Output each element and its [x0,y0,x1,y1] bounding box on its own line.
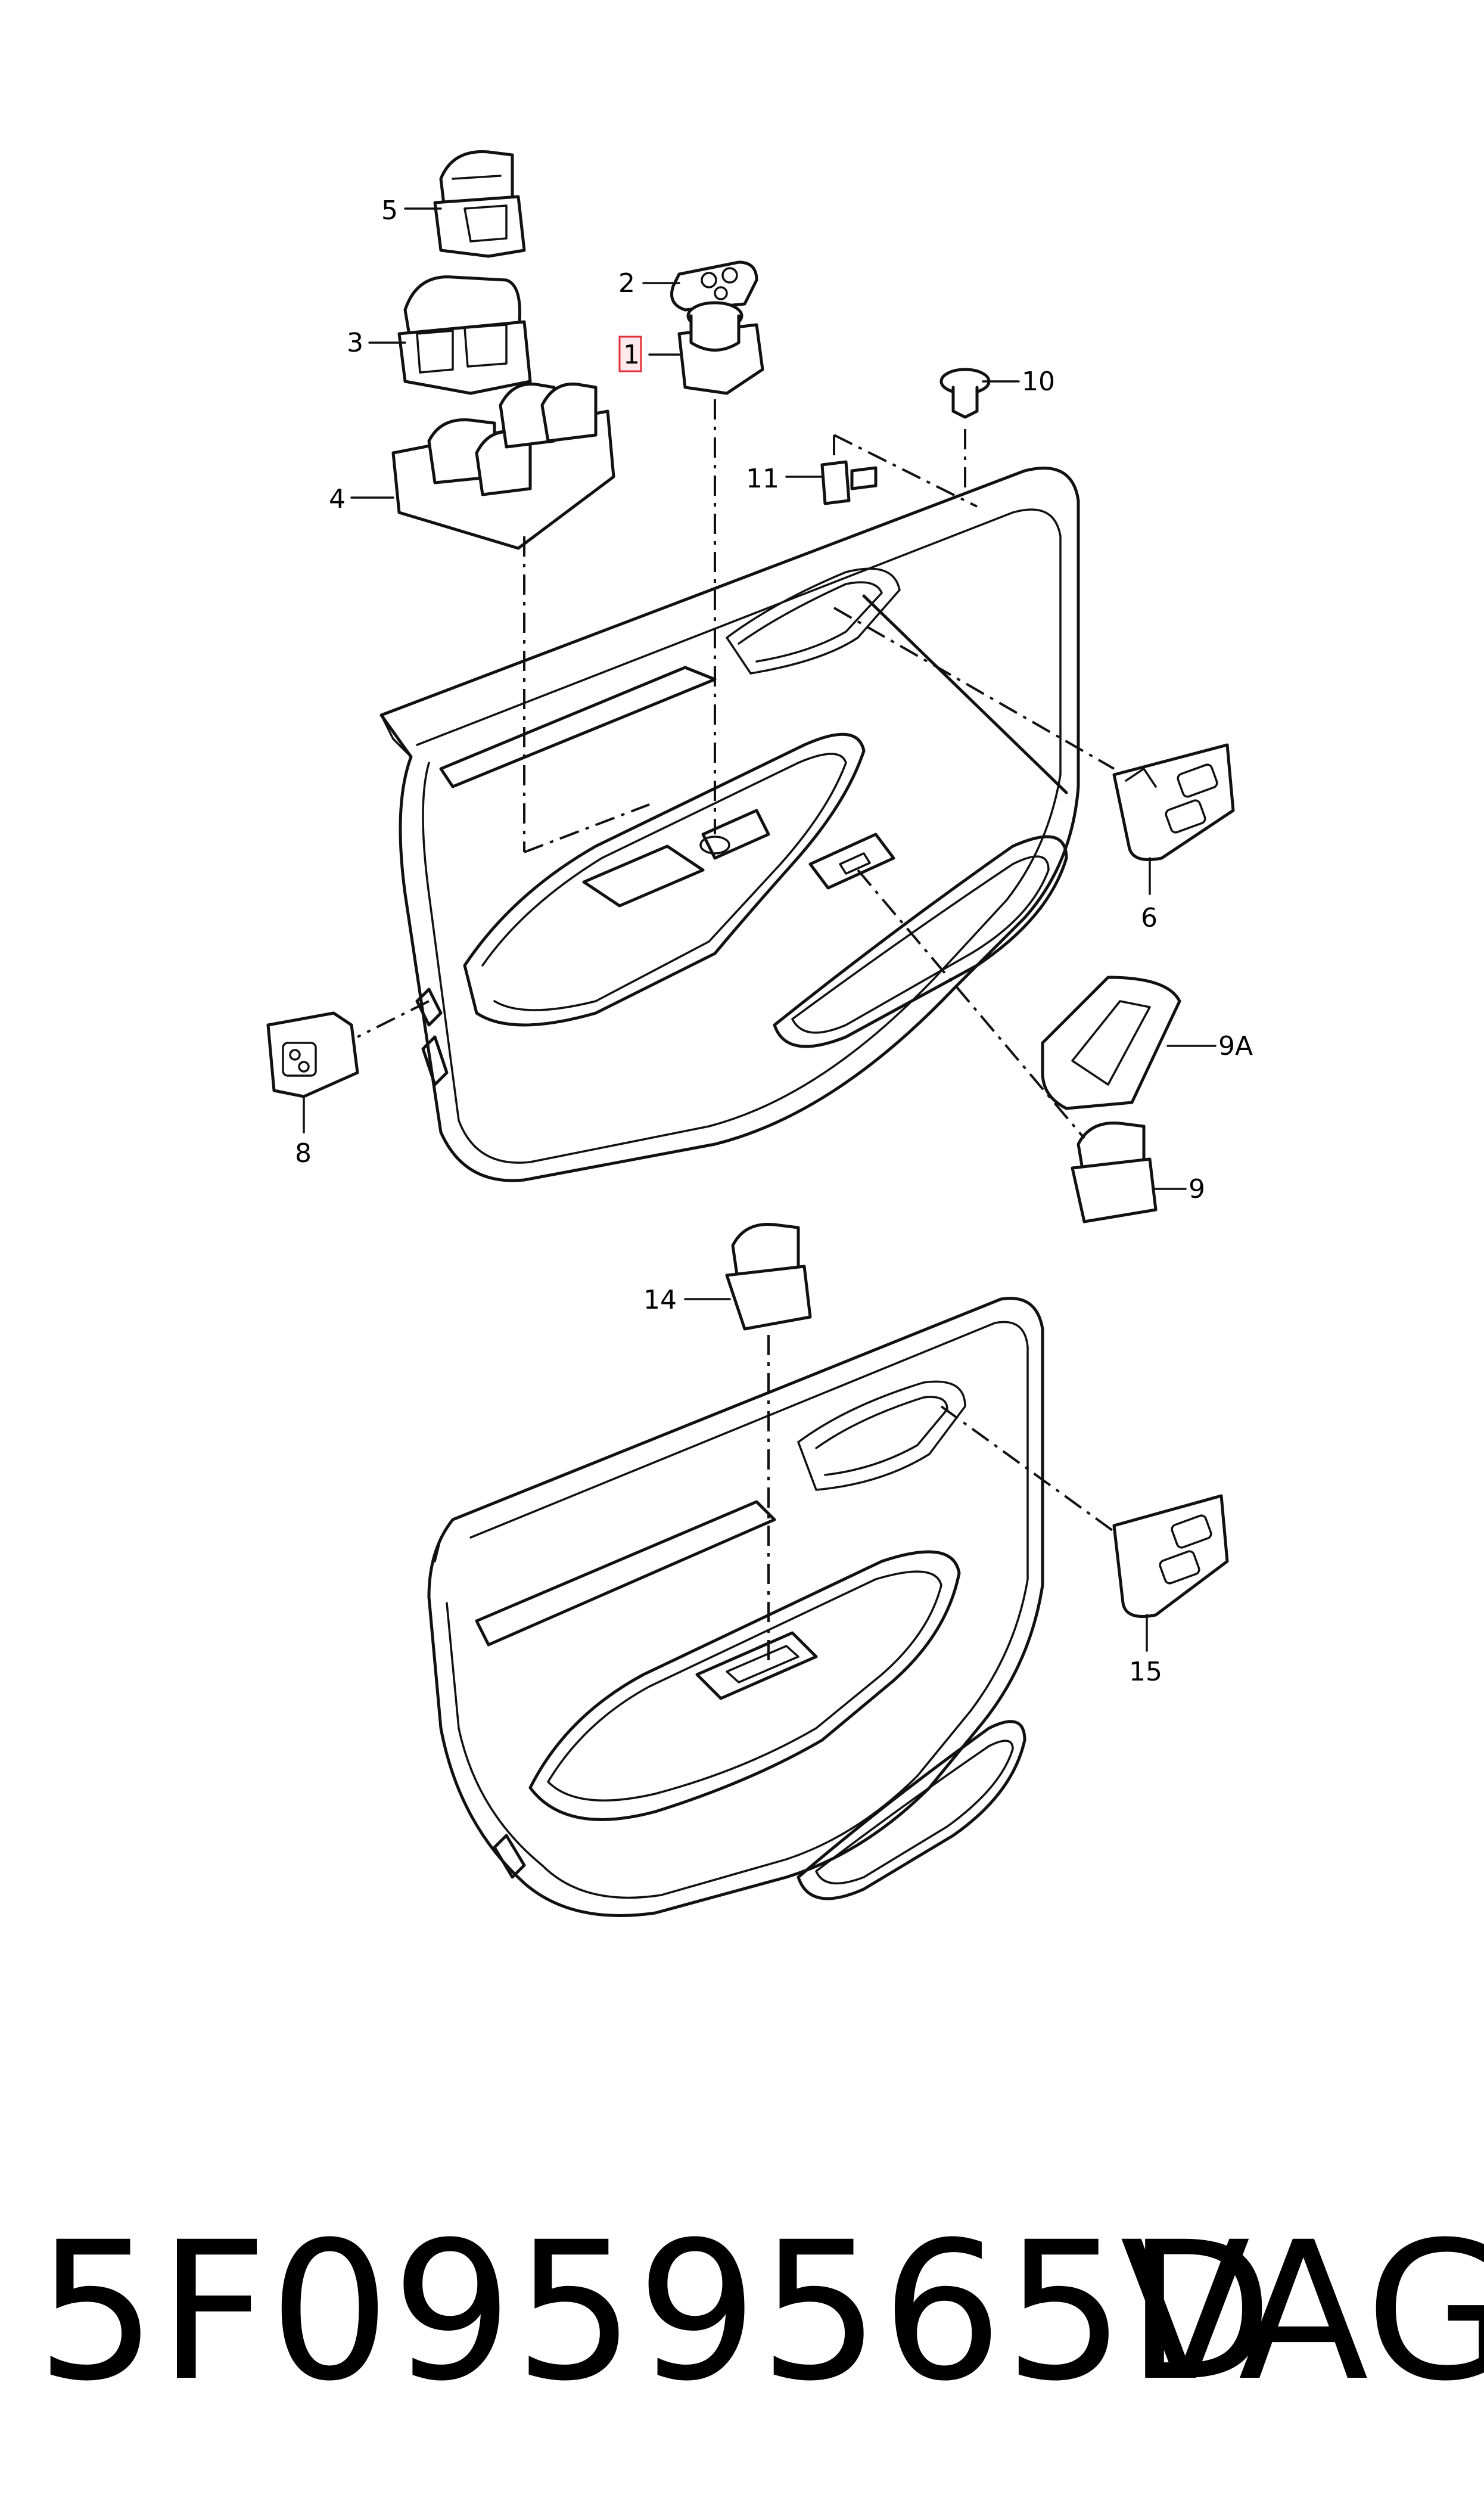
callout-5[interactable]: 5 [381,195,398,226]
part-number: 5F0959565D [36,2201,1275,2423]
part-9-single-window-switch [1071,1121,1158,1223]
leader-lines [303,207,1217,1663]
callout-9a[interactable]: 9A [1218,1031,1253,1061]
part-1-mirror-adjust-switch [677,301,764,395]
callout-2[interactable]: 2 [618,268,635,299]
part-4-quad-window-switch [391,382,615,550]
part-11-retainer [820,460,878,505]
callout-14[interactable]: 14 [643,1285,677,1315]
part-2-cover-plate [670,260,758,312]
callout-3[interactable]: 3 [347,328,363,358]
part-14-rear-window-switch [725,1222,812,1331]
callout-10[interactable]: 10 [1022,366,1055,397]
callout-9[interactable]: 9 [1189,1174,1205,1204]
part-5-single-window-switch [433,150,526,258]
highlight-box [618,336,642,372]
brand-name: VAG [1120,2201,1484,2423]
callout-8[interactable]: 8 [295,1138,312,1169]
exploded-parts-diagram: 1 2 3 4 5 6 8 9 9A 10 11 14 15 [266,150,1253,1917]
part-6-door-lock-switch [1112,743,1235,861]
callout-15[interactable]: 15 [1129,1657,1162,1687]
part-15-rear-door-lock-switch [1112,1494,1229,1618]
rear-door-panel [427,1297,1044,1917]
part-8-switch [266,1011,359,1098]
callout-4[interactable]: 4 [329,484,346,514]
front-door-panel [379,467,1080,1182]
part-10-clip [939,368,991,419]
part-9a-switch-frame [1041,976,1181,1110]
part-3-double-window-switch [397,275,532,395]
callout-11[interactable]: 11 [746,464,779,494]
callout-6[interactable]: 6 [1141,903,1158,933]
callout-1[interactable]: 1 [623,340,640,370]
callouts: 1 2 3 4 5 6 8 9 9A 10 11 14 15 [295,195,1253,1687]
